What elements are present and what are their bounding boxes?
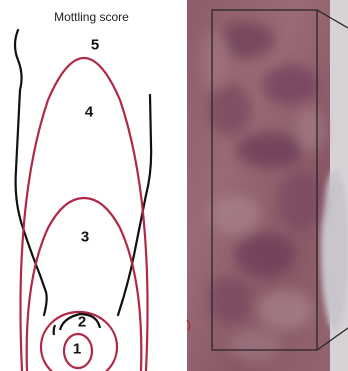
leg-photo bbox=[187, 0, 348, 371]
figure-title: Mottling score bbox=[0, 10, 183, 24]
score-label-5: 5 bbox=[91, 37, 99, 54]
score-label-1: 1 bbox=[73, 341, 81, 358]
score-label-2: 2 bbox=[78, 314, 86, 331]
score-label-3: 3 bbox=[81, 229, 89, 246]
score-label-4: 4 bbox=[85, 104, 93, 121]
